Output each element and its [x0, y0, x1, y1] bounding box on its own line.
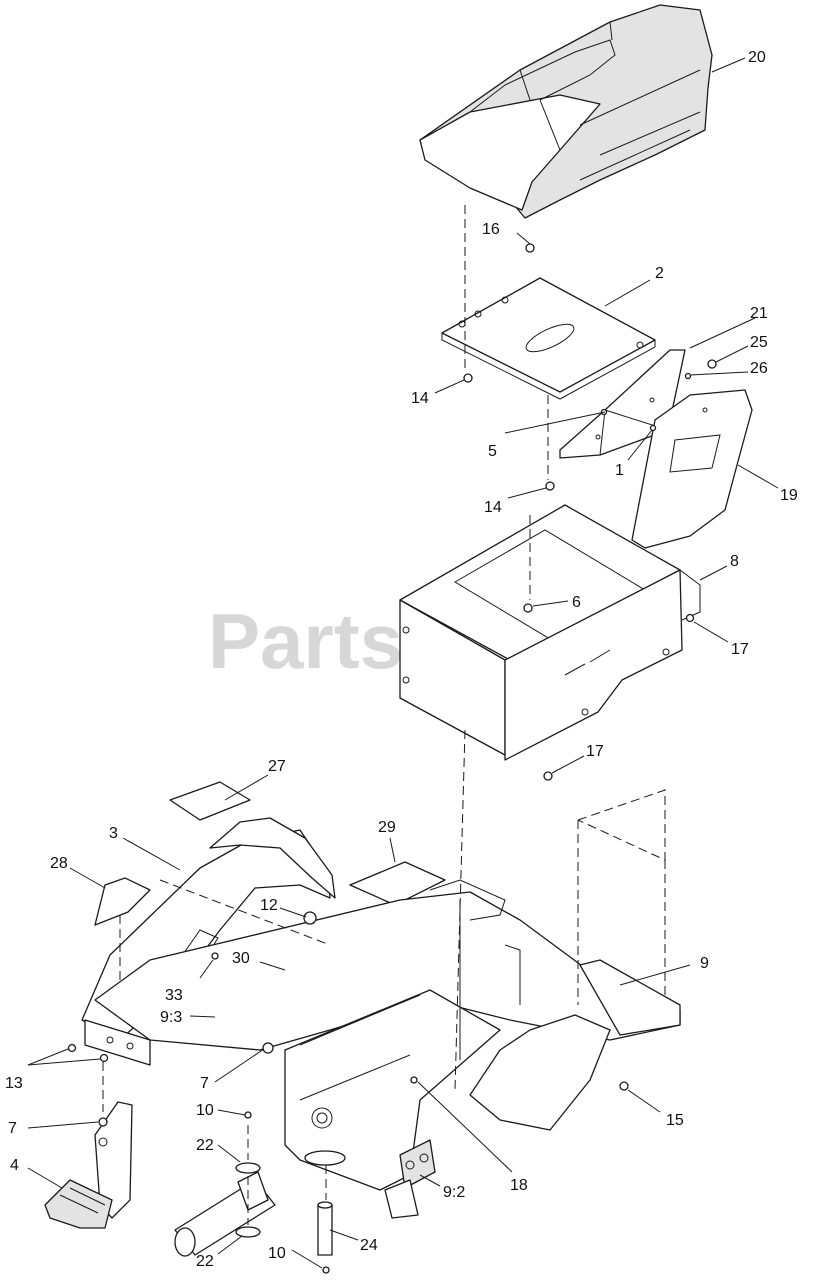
callout-5: 5 — [488, 443, 497, 460]
callout-7-right: 7 — [200, 1075, 209, 1092]
spindle-assembly — [174, 1150, 346, 1257]
seat — [419, 4, 713, 219]
callout-7-left: 7 — [8, 1120, 17, 1137]
decal-28 — [94, 877, 151, 926]
callout-2: 2 — [655, 265, 664, 282]
callout-30: 30 — [232, 950, 250, 967]
callout-16: 16 — [482, 221, 500, 238]
callout-28: 28 — [50, 855, 68, 872]
callout-14-lower: 14 — [484, 499, 502, 516]
callout-18: 18 — [510, 1177, 528, 1194]
decal-29 — [349, 861, 446, 906]
decal-27 — [169, 781, 251, 821]
callout-6: 6 — [572, 594, 581, 611]
seat-plate — [441, 277, 656, 400]
callout-19: 19 — [780, 487, 798, 504]
callout-12: 12 — [260, 897, 278, 914]
callout-24: 24 — [360, 1237, 378, 1254]
callout-21: 21 — [750, 305, 768, 322]
callout-13: 13 — [5, 1075, 23, 1092]
callout-8: 8 — [730, 553, 739, 570]
callout-29: 29 — [378, 819, 396, 836]
side-cover — [631, 389, 753, 549]
seat-console — [399, 504, 701, 761]
callout-22-lower: 22 — [196, 1253, 214, 1270]
callout-33: 33 — [165, 987, 183, 1004]
callout-3: 3 — [109, 825, 118, 842]
callout-26: 26 — [750, 360, 768, 377]
callout-10-upper: 10 — [196, 1102, 214, 1119]
callout-9-3: 9:3 — [160, 1009, 182, 1026]
alignment-lines — [102, 205, 666, 1225]
callout-labels: 20 16 2 21 25 26 14 5 1 19 14 8 6 17 17 … — [5, 49, 798, 1270]
callout-17-right: 17 — [731, 641, 749, 658]
callout-17-lower: 17 — [586, 743, 604, 760]
callout-9: 9 — [700, 955, 709, 972]
callout-25: 25 — [750, 334, 768, 351]
callout-10-lower: 10 — [268, 1245, 286, 1262]
callout-14-upper: 14 — [411, 390, 429, 407]
callout-22-upper: 22 — [196, 1137, 214, 1154]
callout-27: 27 — [268, 758, 286, 775]
callout-9-2: 9:2 — [443, 1184, 465, 1201]
leader-lines — [27, 57, 779, 1269]
callout-4: 4 — [10, 1157, 19, 1174]
callout-1: 1 — [615, 462, 624, 479]
main-frame — [84, 879, 681, 1219]
foot-pedal — [44, 1101, 133, 1229]
callout-15: 15 — [666, 1112, 684, 1129]
callout-20: 20 — [748, 49, 766, 66]
